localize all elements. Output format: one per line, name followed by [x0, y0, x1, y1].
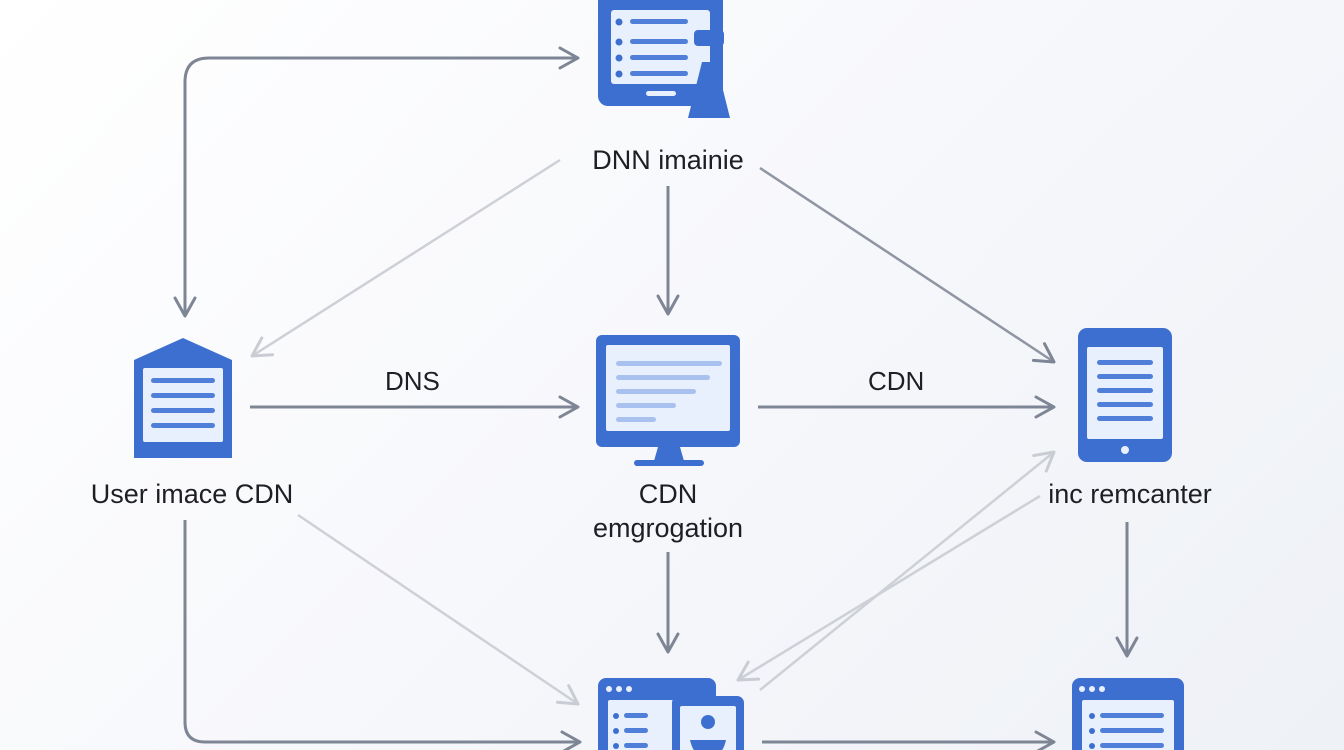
edge-right-diag-to-bottom [736, 494, 1041, 682]
browser-window-icon [1072, 678, 1184, 750]
top-node-label: DNN imainie [592, 145, 744, 175]
connectors [173, 46, 1139, 750]
edge-top-to-right [759, 166, 1056, 364]
right-node-label: inc remcanter [1048, 479, 1212, 509]
server-document-icon [134, 338, 232, 458]
edge-bottom-to-right [759, 450, 1056, 691]
edge-top-to-left [250, 158, 561, 358]
tablet-with-stand-icon [598, 0, 730, 118]
cdn-edge-label: CDN [868, 366, 925, 396]
monitor-icon [596, 335, 740, 466]
edge-left-to-bottom [183, 520, 582, 750]
edge-left-diag-to-bottom [297, 513, 580, 706]
tablet-icon [1078, 328, 1172, 462]
center-node-label-line1: CDN [638, 479, 698, 509]
left-node-label: User imace CDN [90, 479, 294, 509]
dns-edge-label: DNS [385, 366, 440, 396]
center-node-label-line2: emgrogation [592, 513, 744, 543]
edge-left-to-top [183, 46, 580, 300]
stacked-windows-icon [598, 678, 744, 750]
